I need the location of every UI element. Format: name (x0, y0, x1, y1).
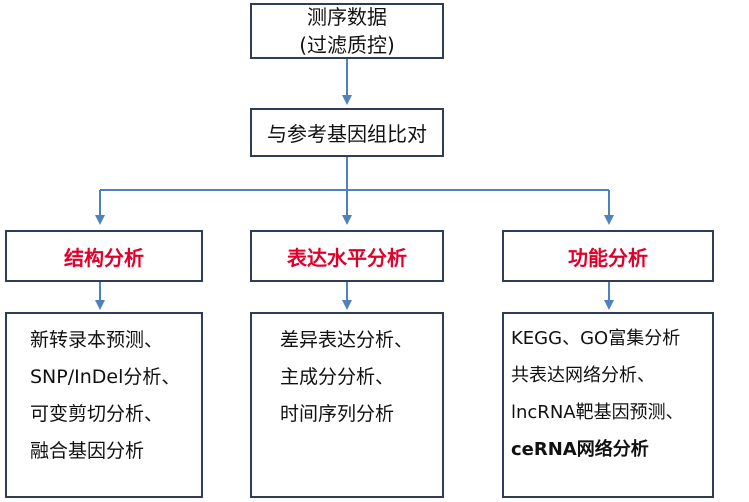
list-item: lncRNA靶基因预测、 (511, 402, 684, 423)
reference-alignment-label: 与参考基因组比对 (267, 122, 427, 146)
list-item: 时间序列分析 (280, 403, 395, 425)
expression-analysis-list: 差异表达分析、 主成分分析、 时间序列分析 (250, 312, 444, 498)
list-item: SNP/InDel分析、 (30, 366, 181, 388)
structure-analysis-list: 新转录本预测、 SNP/InDel分析、 可变剪切分析、 融合基因分析 (5, 312, 203, 498)
quality-control-label: (过滤质控) (299, 33, 395, 57)
sequencing-data-node: 测序数据 (过滤质控) (250, 3, 444, 59)
list-item: 共表达网络分析、 (511, 365, 655, 386)
list-item: 主成分分析、 (280, 366, 395, 388)
list-item: 差异表达分析、 (280, 329, 414, 351)
reference-alignment-node: 与参考基因组比对 (250, 108, 444, 157)
function-analysis-label: 功能分析 (568, 245, 648, 270)
list-item: 可变剪切分析、 (30, 403, 164, 425)
function-analysis-node: 功能分析 (502, 230, 714, 282)
expression-analysis-node: 表达水平分析 (250, 230, 444, 282)
list-item: ceRNA网络分析 (511, 439, 649, 460)
structure-analysis-label: 结构分析 (64, 245, 144, 270)
list-item: 新转录本预测、 (30, 329, 164, 351)
sequencing-data-label: 测序数据 (307, 5, 387, 29)
list-item: 融合基因分析 (30, 440, 145, 462)
function-analysis-list: KEGG、GO富集分析 共表达网络分析、 lncRNA靶基因预测、 ceRNA网… (502, 312, 714, 498)
structure-analysis-node: 结构分析 (5, 230, 203, 282)
expression-analysis-label: 表达水平分析 (287, 245, 407, 270)
list-item: KEGG、GO富集分析 (511, 328, 681, 349)
